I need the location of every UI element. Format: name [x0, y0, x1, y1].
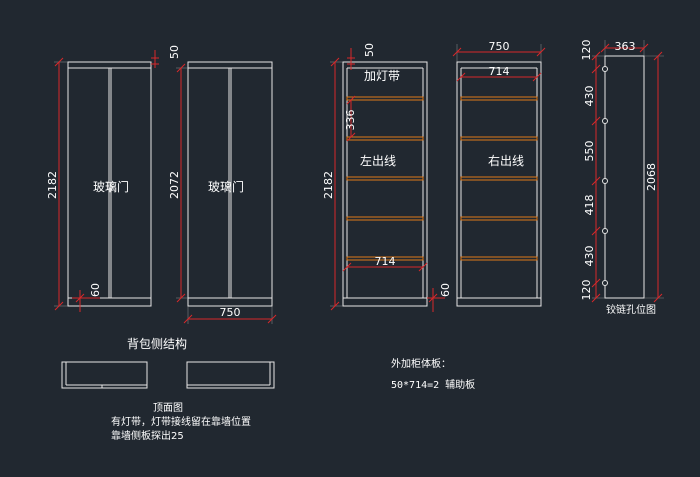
door-2-elevation: 2072 750 玻璃门	[168, 61, 277, 324]
cab-left-shelf-space-dim: 336	[344, 110, 357, 131]
door1-height-dim: 2182	[46, 171, 59, 199]
door-1-elevation: 2182 50 60 玻璃门	[46, 45, 181, 312]
cab-left-inner-width-dim: 714	[375, 255, 396, 268]
hinge-space-4: 418	[583, 195, 596, 216]
extra-board-formula: 50*714=2 辅助板	[391, 378, 475, 391]
door2-height-dim: 2072	[168, 171, 181, 199]
cab-left-bottom-gap-dim: 60	[439, 283, 452, 297]
door1-label: 玻璃门	[93, 179, 129, 194]
hinge-caption: 铰链孔位图	[606, 303, 656, 316]
cabinet-left-elevation: 2182 50 336 714 60 加灯带 左出线	[322, 43, 452, 312]
right-outlet-label: 右出线	[488, 153, 524, 168]
hinge-space-6: 120	[580, 280, 593, 301]
cab-left-top-gap-dim: 50	[363, 43, 376, 57]
notes-section: 背包侧结构 顶面图 有灯带，灯带接线留在靠墙位置 靠墙侧板探出25 外加柜体板：…	[61, 336, 475, 442]
hinge-space-5: 430	[583, 246, 596, 267]
door1-bottom-gap-dim: 60	[89, 283, 102, 297]
cab-left-height-dim: 2182	[322, 171, 335, 199]
note-line-2: 靠墙侧板探出25	[111, 429, 184, 442]
top-view-right	[186, 361, 275, 389]
top-view-label: 顶面图	[153, 402, 183, 414]
door2-width-dim: 750	[220, 306, 241, 319]
cab-right-width-dim: 750	[489, 40, 510, 53]
cab-right-inner-width-dim: 714	[489, 65, 510, 78]
left-outlet-label: 左出线	[360, 153, 396, 168]
door1-top-gap-dim: 50	[168, 45, 181, 59]
hinge-hole-diagram: 363 2068 120 430 550 418 430 120 铰链孔位图	[580, 40, 664, 316]
extra-board-title: 外加柜体板：	[391, 357, 451, 370]
hinge-space-3: 550	[583, 141, 596, 162]
left-shelves	[346, 96, 424, 261]
hinge-space-2: 430	[583, 86, 596, 107]
right-shelves	[460, 96, 538, 261]
top-view-left	[61, 361, 148, 389]
hinge-width-dim: 363	[615, 40, 636, 53]
hinge-space-1: 120	[580, 40, 593, 61]
hinge-holes	[602, 66, 608, 286]
hinge-height-dim: 2068	[645, 163, 658, 191]
back-structure-title: 背包侧结构	[127, 336, 187, 351]
note-line-1: 有灯带，灯带接线留在靠墙位置	[111, 415, 251, 428]
door2-label: 玻璃门	[208, 179, 244, 194]
cabinet-right-elevation: 750 714 右出线	[452, 40, 546, 307]
light-strip-label: 加灯带	[364, 69, 400, 83]
